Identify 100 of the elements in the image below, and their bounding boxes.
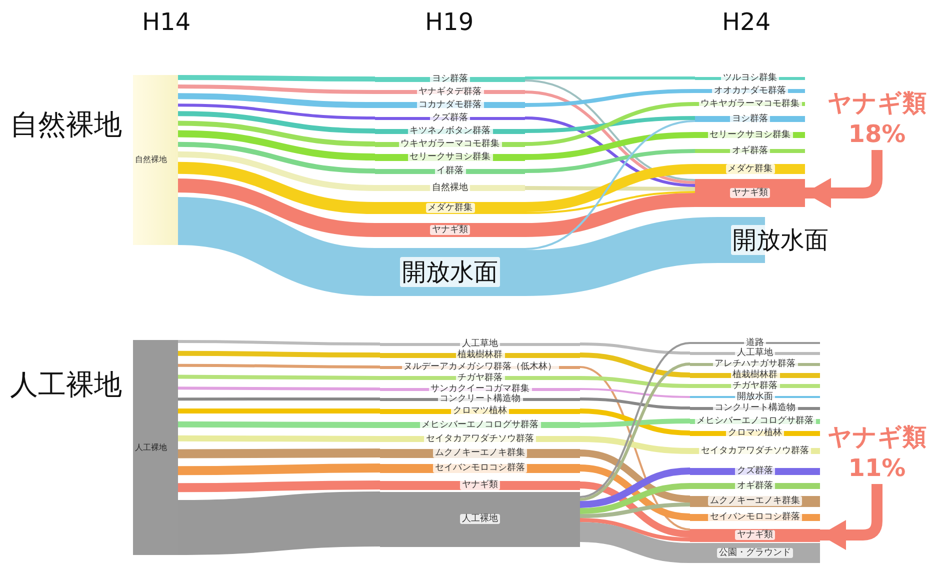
flow-band [178,408,380,414]
sankey-node: セリークサヨシ群集 [375,152,525,162]
flow-band [178,111,376,134]
sankey-node: サンカクイーコガマ群集 [380,384,580,394]
flow-band [178,435,380,442]
sankey-node: セイタカアワダチソウ群落 [380,434,580,444]
flow-band [178,130,376,160]
sankey-node: メヒシバーエノコログサ群落 [380,420,580,430]
flow-band [178,374,380,380]
column-heading: H24 [722,8,771,36]
flow-band [178,340,380,346]
flow-band [178,93,376,108]
flow-band [178,151,376,191]
sankey-node: コンクリート構造物 [380,394,580,404]
flow-band [178,480,380,492]
flow-band [525,186,695,191]
flow-band [580,342,690,354]
sankey-node: ムクノキーエノキ群集 [690,496,820,506]
flow-band [580,418,690,428]
sankey-node: イ群落 [375,166,525,176]
callout-text: ヤナギ類 11% [822,422,932,484]
flow-band [178,492,380,555]
sankey-node: 開放水面 [690,392,820,402]
flow-band [580,376,690,388]
flow-band [580,518,690,542]
flow-band [524,116,696,187]
flow-band [524,120,696,250]
sankey-node: コカナダモ群落 [375,100,525,110]
sankey-node: メダケ群集 [695,164,805,174]
flow-band [580,436,690,454]
sankey-node: クロマツ植林 [380,406,580,416]
flow-band [524,89,696,107]
sankey-node: ウキヤガラーマコモ群集 [695,99,805,109]
sankey-node: セイタカアワダチソウ群落 [690,446,820,456]
sankey-node: 人工裸地 [380,492,580,546]
flow-band [178,350,380,358]
sankey-node: 植栽樹林群 [380,350,580,360]
flow-band [178,104,376,120]
flow-band [524,102,696,146]
sankey-node: オギ群落 [695,146,805,156]
sankey-bar: 自然裸地 [133,75,178,245]
flow-band [524,164,696,212]
flow-band [524,132,696,160]
flow-band [524,149,696,173]
sankey-node: ヌルデーアカメガシワ群落（低木林） [380,362,580,372]
sankey-node: セイバンモロコシ群落 [380,463,580,473]
sankey-node: ムクノキーエノキ群集 [380,448,580,458]
sankey-node: ツルヨシ群集 [695,73,805,83]
sankey-node: 植栽樹林群 [690,370,820,380]
flow-band [580,450,690,502]
flow-band [524,193,696,237]
arrow [820,484,882,550]
sankey-bar: 人工裸地 [133,340,178,555]
flow-band [178,398,380,401]
sankey-node: コンクリート構造物 [690,403,820,413]
sankey-node: ヤナギ類 [695,179,805,207]
sankey-node: オオカナダモ群落 [695,86,805,96]
sankey-node: 開放水面 [375,248,525,296]
flow-band [580,482,690,538]
column-heading: H14 [142,8,191,36]
flow-band [176,197,376,296]
sankey-node: 公園・グラウンド [690,543,820,563]
flow-band [178,162,376,214]
sankey-node: クズ群落 [690,466,820,476]
sankey-node: クロマツ植林 [690,428,820,438]
column-heading: H19 [425,8,474,36]
sankey-node: ヨシ群落 [375,74,525,84]
sankey-node: チガヤ群落 [690,381,820,391]
flow-band [178,75,375,82]
flow-band [525,76,695,80]
flow-band [178,84,375,94]
sankey-node: セイバンモロコシ群落 [690,512,820,522]
sankey-node: 人工草地 [690,348,820,358]
flow-band [580,408,690,436]
sankey-node: ヤナギ類 [380,480,580,490]
sankey-node: キツネノボタン群落 [375,126,525,136]
sankey-node: チガヤ群落 [380,373,580,383]
flow-band [580,398,690,410]
sankey-node: 人工草地 [380,339,580,349]
flow-band [524,217,719,296]
flow-band [178,120,376,146]
sankey-node: メヒシバーエノコログサ群落 [690,416,820,426]
flow-band [178,464,380,476]
flow-band [178,142,376,174]
sankey-node: ウキヤガラーマコモ群集 [375,139,525,149]
sankey-node: 道路 [690,338,820,348]
row-heading: 自然裸地 [10,107,122,143]
flow-band [178,364,380,368]
sankey-node: オギ群落 [690,481,820,491]
sankey-node: 自然裸地 [375,183,525,193]
flow-band [178,386,380,390]
flow-band [580,352,690,378]
flow-band [580,522,690,563]
flow-band [580,502,690,518]
flow-band [580,464,690,520]
sankey-node: ヨシ群落 [695,114,805,124]
sankey-node: クズ群落 [375,113,525,123]
flow-band [524,191,696,214]
sankey-node: ヤナギタデ群落 [375,87,525,97]
flow-band [524,116,696,133]
